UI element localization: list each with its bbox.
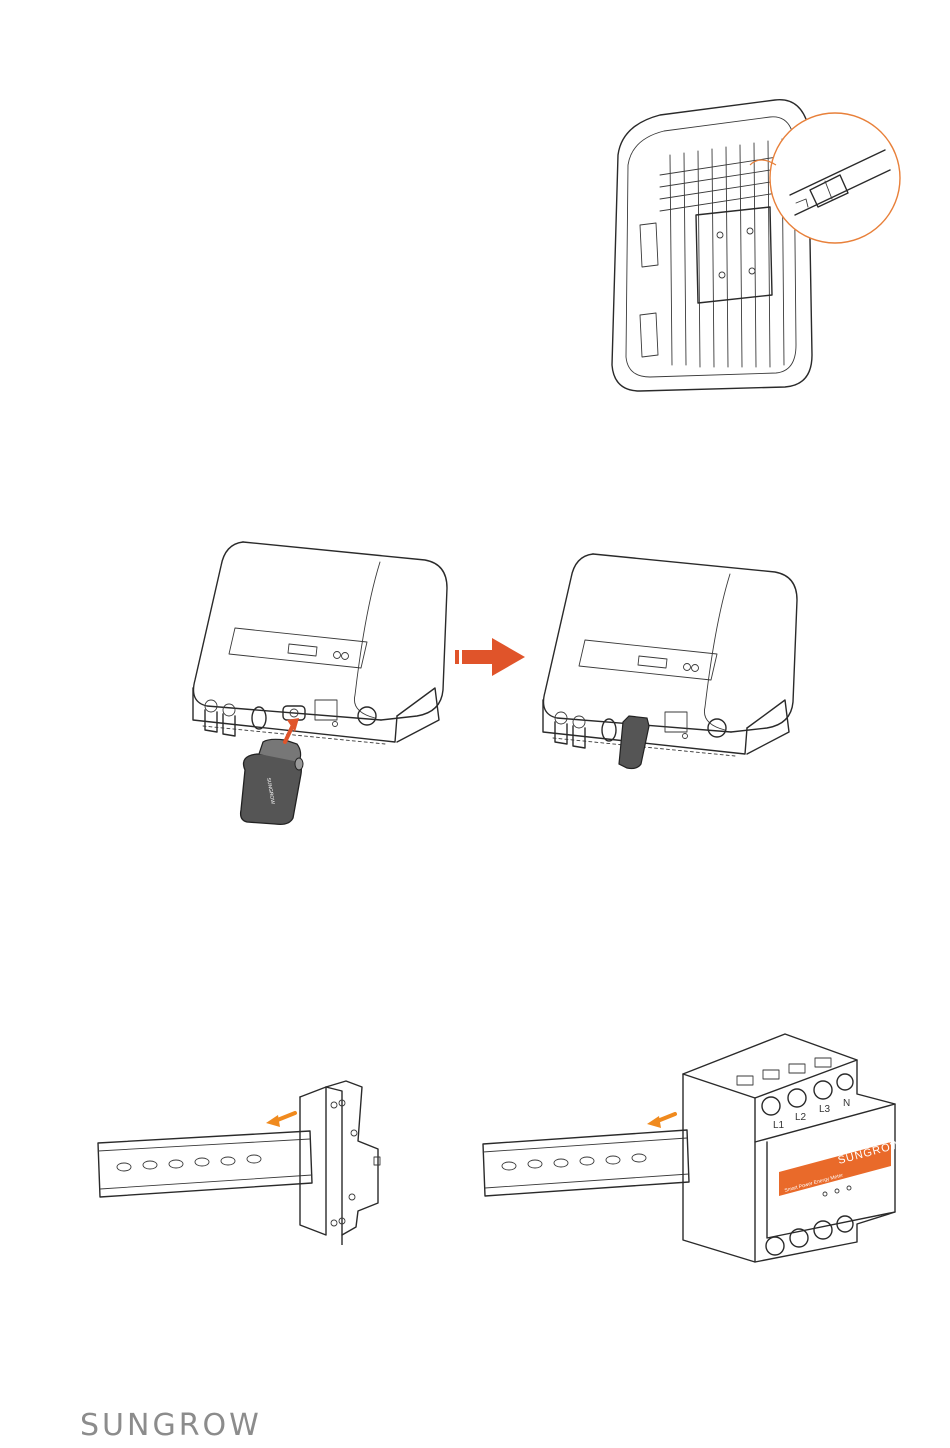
inverter-back-figure — [600, 95, 905, 395]
inverter-left — [193, 542, 447, 744]
dongle-install-figure: SUNGROW — [185, 530, 805, 830]
terminal-label-l3: L3 — [819, 1104, 831, 1115]
terminal-label-l2: L2 — [795, 1112, 807, 1123]
sungrow-logo: SUNGROW — [80, 1408, 262, 1443]
din-rail — [98, 1131, 312, 1197]
din-rail-small-meter-figure — [90, 1075, 410, 1245]
slide-arrow — [647, 1116, 661, 1128]
transition-arrow — [455, 638, 525, 676]
din-rail-three-phase-meter-figure: L1 L2 L3 N SUNGROW Smart Power Energy Me… — [475, 1030, 905, 1270]
din-rail-three-phase-meter-illustration: L1 L2 L3 N SUNGROW Smart Power Energy Me… — [475, 1030, 905, 1270]
installed-dongle — [619, 716, 649, 769]
dongle-install-illustration: SUNGROW — [185, 530, 805, 830]
din-rail-small-meter-illustration — [90, 1075, 410, 1245]
slide-arrow — [266, 1115, 280, 1127]
inverter-right — [543, 554, 797, 769]
inverter-back-illustration — [600, 95, 905, 395]
terminal-label-n: N — [843, 1098, 850, 1109]
din-rail — [483, 1130, 689, 1196]
dongle-device: SUNGROW — [241, 739, 303, 824]
three-phase-meter: L1 L2 L3 N SUNGROW Smart Power Energy Me… — [683, 1034, 903, 1262]
mounting-bracket — [696, 207, 772, 303]
terminal-label-l1: L1 — [773, 1120, 785, 1131]
small-meter — [300, 1081, 380, 1245]
